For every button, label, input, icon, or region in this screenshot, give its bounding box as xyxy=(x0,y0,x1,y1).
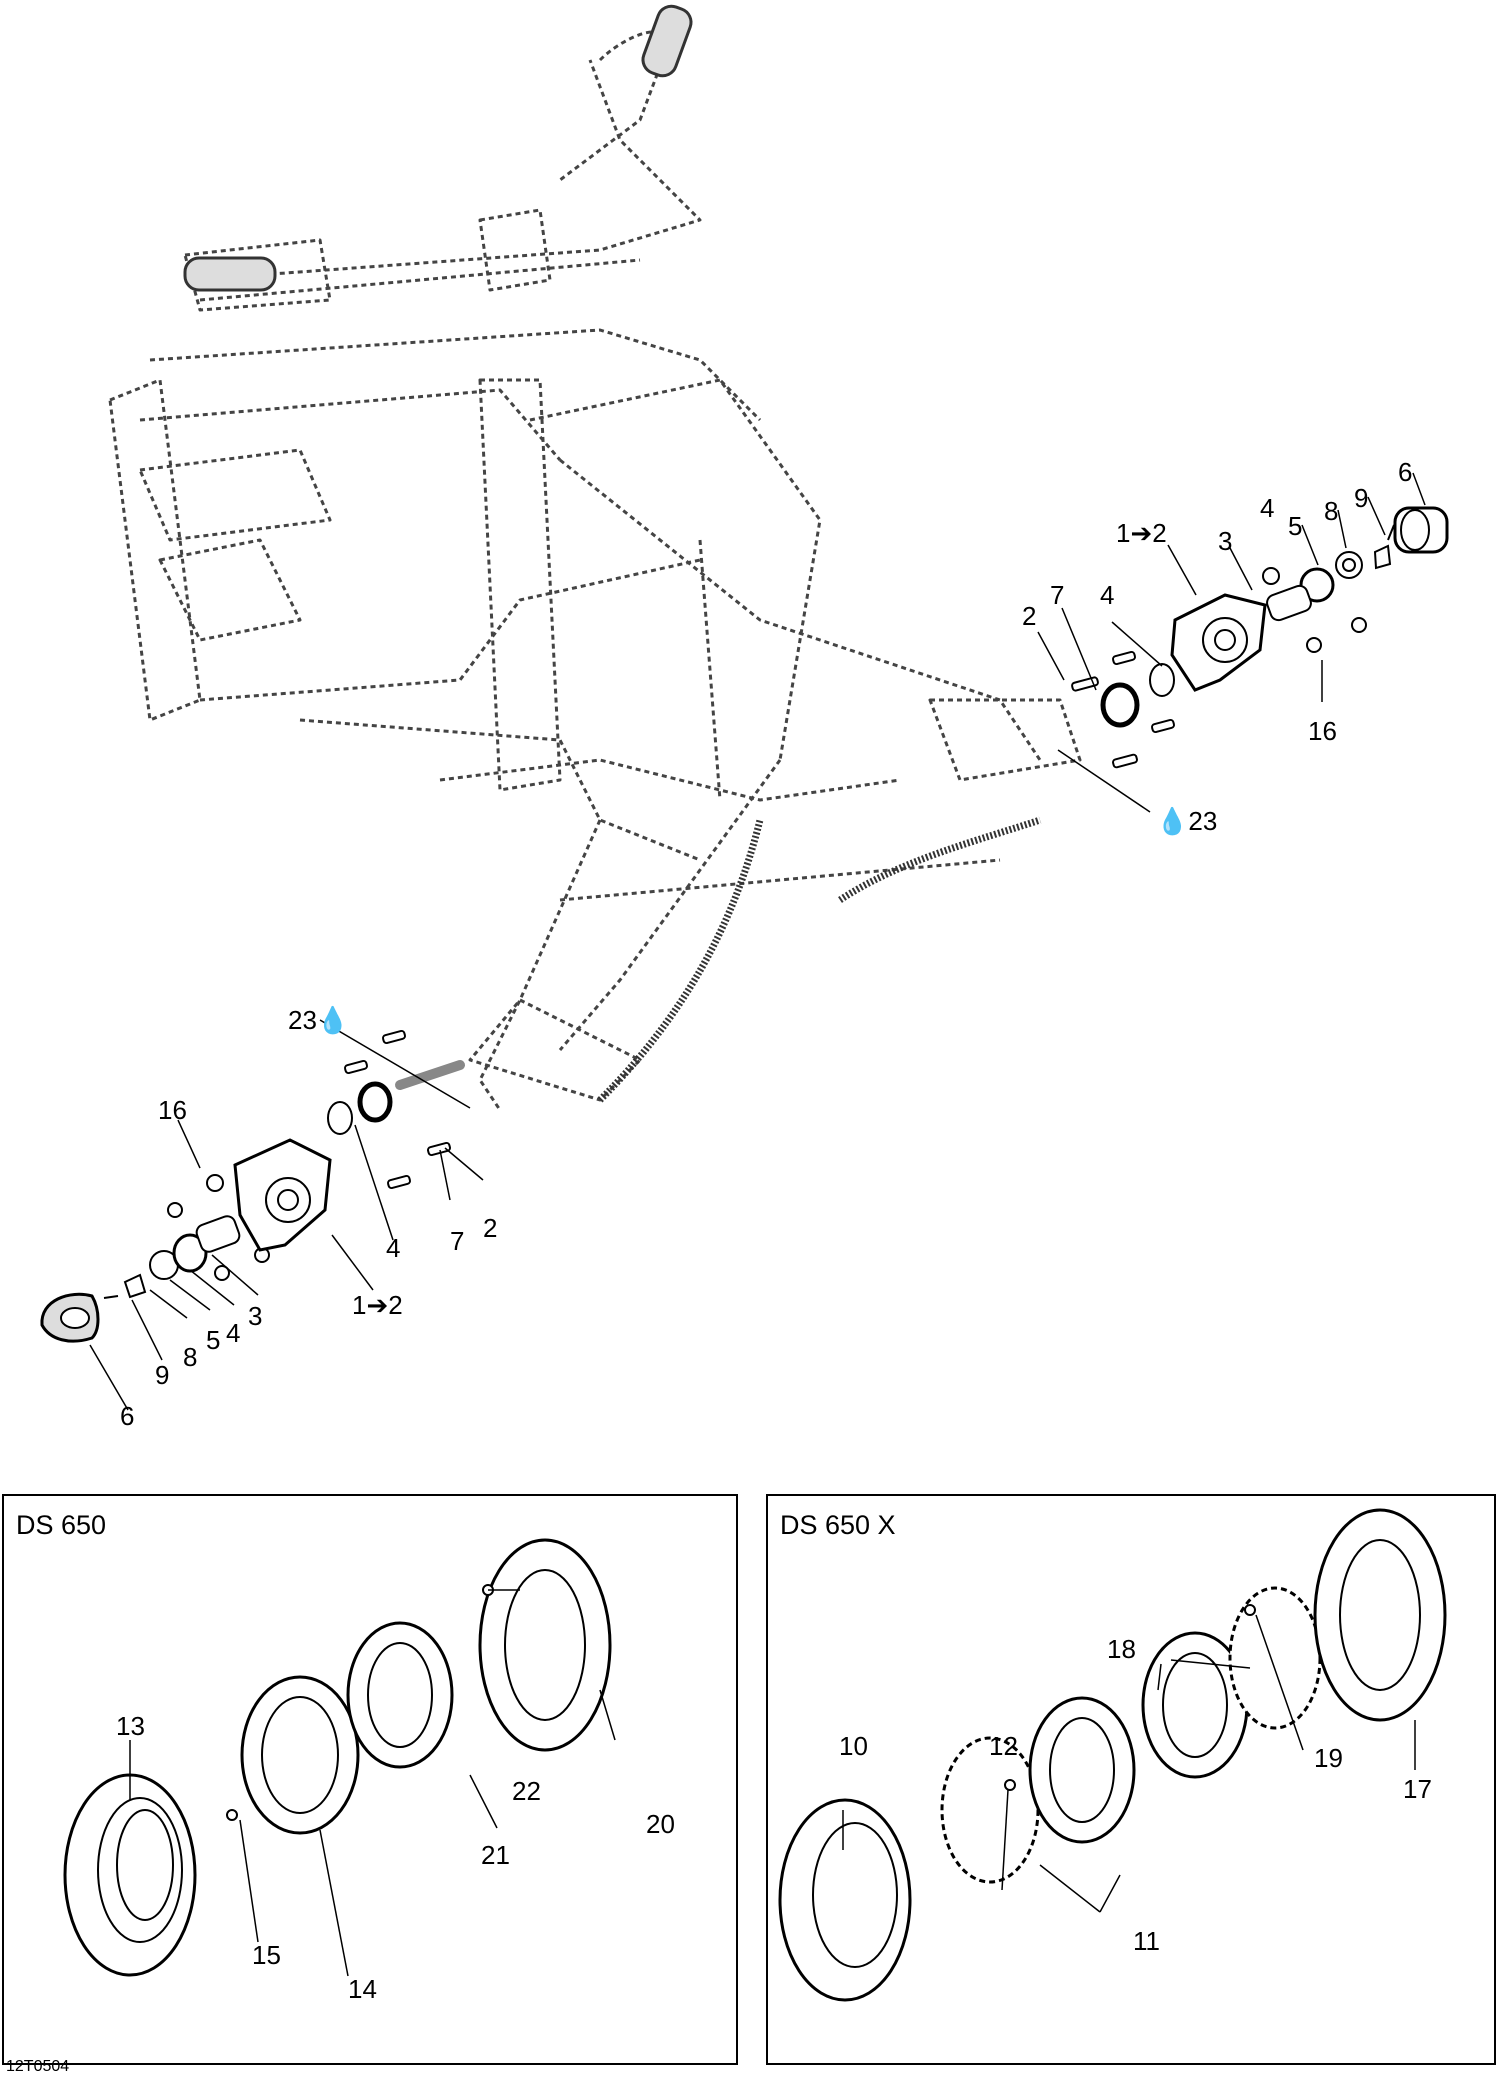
callout-21: 21 xyxy=(481,1840,510,1870)
callout-20: 20 xyxy=(646,1809,675,1839)
leader-lines xyxy=(89,472,1426,1411)
lower-left-hub-assembly xyxy=(40,1029,465,1343)
callout-6-lower: 6 xyxy=(120,1401,135,1431)
lubricant-drop-icon: 💧 xyxy=(316,1005,350,1035)
callout-9-upper: 9 xyxy=(1354,483,1369,513)
callout-23-lower: 23💧 xyxy=(288,1005,350,1035)
callout-3-lower: 3 xyxy=(248,1301,263,1331)
callout-4-upper: 4 xyxy=(1260,493,1275,523)
ds650x-panel: DS 650 X xyxy=(766,1494,1496,2065)
ds650-panel: DS 650 xyxy=(2,1494,738,2065)
ds650-title: DS 650 xyxy=(16,1510,107,1540)
callout-16-lower: 16 xyxy=(158,1095,187,1125)
callout-8-upper: 8 xyxy=(1324,496,1339,526)
callout-4b-upper: 4 xyxy=(1100,580,1115,610)
atv-frame-dashed xyxy=(108,30,1082,1111)
callout-12: 12 xyxy=(989,1731,1018,1761)
callout-11: 11 xyxy=(1133,1926,1160,1956)
callout-15: 15 xyxy=(252,1940,281,1970)
callout-9-lower: 9 xyxy=(155,1360,170,1390)
callout-18: 18 xyxy=(1107,1634,1136,1664)
callout-16-upper: 16 xyxy=(1308,716,1337,746)
lubricant-drop-icon: 💧 xyxy=(1156,806,1189,836)
callout-7-upper: 7 xyxy=(1050,580,1065,610)
callout-5-lower: 5 xyxy=(206,1325,221,1355)
callout-6-upper: 6 xyxy=(1398,457,1413,487)
wheel-leader-lines xyxy=(129,1589,1416,1977)
callout-19: 19 xyxy=(1314,1743,1343,1773)
callout-13: 13 xyxy=(116,1711,145,1741)
callout-17: 17 xyxy=(1403,1774,1432,1804)
callout-1to2-lower: 1➔2 xyxy=(352,1290,403,1320)
callout-1to2-upper: 1➔2 xyxy=(1116,518,1167,548)
handlebar-grips xyxy=(183,4,693,292)
wheel-panels-art xyxy=(63,1508,1447,2002)
callout-7-lower: 7 xyxy=(450,1226,465,1256)
callout-14: 14 xyxy=(348,1974,377,2004)
frame-springs xyxy=(597,816,1042,1103)
callout-22: 22 xyxy=(512,1776,541,1806)
callout-5-upper: 5 xyxy=(1288,511,1303,541)
callout-4-lower: 4 xyxy=(386,1233,401,1263)
callout-3-upper: 3 xyxy=(1218,526,1233,556)
callout-2-lower: 2 xyxy=(483,1213,498,1243)
callout-2-upper: 2 xyxy=(1022,601,1037,631)
reference-code: 12T0504 xyxy=(6,2058,70,2075)
callout-8-lower: 8 xyxy=(183,1342,198,1372)
callout-4b-lower: 4 xyxy=(226,1318,241,1348)
upper-right-hub-assembly xyxy=(1071,506,1449,769)
callout-23-upper: 💧23 xyxy=(1156,806,1218,836)
callout-10: 10 xyxy=(839,1731,868,1761)
ds650x-title: DS 650 X xyxy=(780,1510,896,1540)
